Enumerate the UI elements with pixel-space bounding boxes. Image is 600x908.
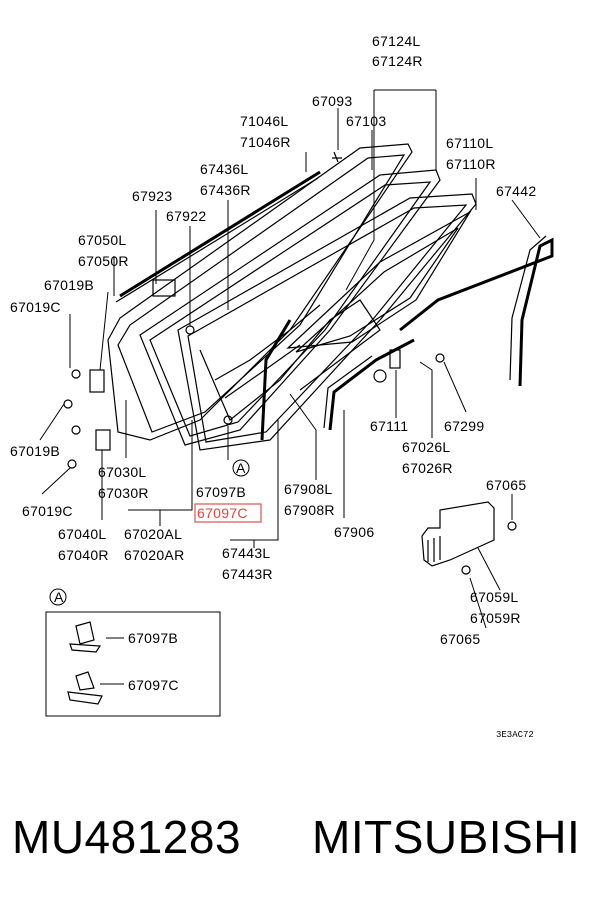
label-71046l: 71046L <box>240 113 289 129</box>
part-labels: 67124L 67124R 67093 71046L 71046R 67103 … <box>10 33 536 740</box>
diagram-code: 3E3AC72 <box>496 730 534 740</box>
label-67020al: 67020AL <box>124 526 182 542</box>
callout-a-marker <box>232 459 250 477</box>
label-67019c-top: 67019C <box>10 299 61 315</box>
label-67908r: 67908R <box>284 502 335 518</box>
label-67019b-top: 67019B <box>44 277 94 293</box>
label-67923: 67923 <box>132 188 172 204</box>
door-parts-diagram: 67124L 67124R 67093 71046L 71046R 67103 … <box>10 33 554 740</box>
label-67110r: 67110R <box>446 156 496 172</box>
label-71046r: 71046R <box>240 134 291 150</box>
detail-label-67097c: 67097C <box>128 677 179 693</box>
detail-a-box <box>45 588 221 717</box>
label-67059r: 67059R <box>470 610 521 626</box>
detail-a-letter: A <box>54 589 64 605</box>
label-67124r: 67124R <box>372 53 423 69</box>
label-67065-top: 67065 <box>486 477 526 493</box>
caption: MU481283 MITSUBISHI <box>0 800 600 880</box>
label-67026r: 67026R <box>402 460 453 476</box>
label-67443l: 67443L <box>222 545 271 561</box>
label-67436r: 67436R <box>200 182 251 198</box>
callout-a-letter: A <box>236 460 246 476</box>
label-67097b: 67097B <box>196 484 246 500</box>
label-67906: 67906 <box>334 524 374 540</box>
label-67124l: 67124L <box>372 33 421 49</box>
door-assembly-drawing <box>63 143 554 575</box>
brand-name: MITSUBISHI <box>312 811 581 863</box>
leader-lines <box>39 89 541 685</box>
label-67908l: 67908L <box>284 481 333 497</box>
label-67110l: 67110L <box>446 135 493 151</box>
label-67040r: 67040R <box>58 547 109 563</box>
part-number: MU481283 <box>12 811 242 863</box>
label-67065-bot: 67065 <box>440 631 480 647</box>
label-67442: 67442 <box>496 183 536 199</box>
label-67019c-bot: 67019C <box>22 503 73 519</box>
detail-label-67097b: 67097B <box>128 630 178 646</box>
label-67922: 67922 <box>166 208 206 224</box>
label-67050r: 67050R <box>78 253 129 269</box>
label-67050l: 67050L <box>78 232 127 248</box>
label-67299: 67299 <box>444 418 484 434</box>
label-67019b-bot: 67019B <box>10 443 60 459</box>
label-67020ar: 67020AR <box>124 547 184 563</box>
label-67111: 67111 <box>370 418 408 434</box>
label-67443r: 67443R <box>222 566 273 582</box>
detail-a-marker <box>49 588 67 606</box>
highlight-box-67097c <box>194 503 262 523</box>
label-67026l: 67026L <box>402 439 451 455</box>
label-67093: 67093 <box>312 93 352 109</box>
label-67059l: 67059L <box>470 589 519 605</box>
label-67030r: 67030R <box>98 485 149 501</box>
label-67103: 67103 <box>346 113 386 129</box>
label-67040l: 67040L <box>58 526 107 542</box>
label-67030l: 67030L <box>98 464 147 480</box>
label-67097c-highlighted: 67097C <box>197 505 248 521</box>
label-67436l: 67436L <box>200 161 249 177</box>
